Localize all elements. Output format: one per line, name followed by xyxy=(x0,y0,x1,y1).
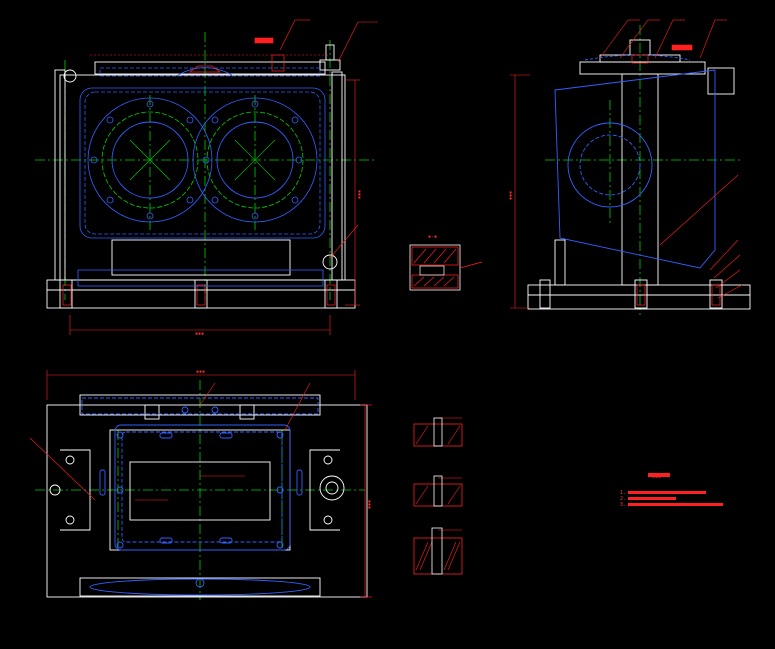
tech-line-3: 3. xyxy=(620,502,626,508)
side-dimensions xyxy=(510,19,743,309)
plan-hidden-lines xyxy=(81,397,319,596)
bolt-details xyxy=(413,417,463,575)
plan-view: ▪▪▪ ▪▪▪ xyxy=(29,369,372,600)
bolt-detail-2 xyxy=(413,475,463,507)
front-dimensions xyxy=(69,19,378,335)
front-view: ▪▪▪ ▪▪▪ xyxy=(35,19,378,337)
plan-dim-height: ▪▪▪ xyxy=(366,500,372,509)
front-dim-height: ▪▪▪ xyxy=(356,190,362,199)
front-body-outline xyxy=(46,44,356,309)
front-hidden-lines xyxy=(77,67,326,287)
side-view: ▪▪▪ xyxy=(508,19,751,315)
tech-line-1: 1. xyxy=(620,490,626,496)
bolt-detail-1 xyxy=(413,417,463,447)
bolt-detail-3 xyxy=(413,527,463,575)
front-dim-width: ▪▪▪ xyxy=(195,331,204,337)
tech-line-2: 2. xyxy=(620,496,626,502)
side-hidden-lines xyxy=(554,54,716,269)
technical-notes: ▪▪▪ 1. 2. 3. xyxy=(620,473,723,508)
front-hatch xyxy=(62,54,336,306)
plan-dim-width: ▪▪▪ xyxy=(196,369,205,375)
section-title: ▪-▪ xyxy=(428,234,437,240)
section-detail: ▪-▪ xyxy=(409,234,483,291)
plan-dimensions xyxy=(29,370,372,598)
side-centerlines xyxy=(545,25,740,315)
side-outline xyxy=(527,39,751,310)
side-hatch xyxy=(631,54,721,306)
front-bolt-circles xyxy=(87,97,318,223)
side-dim-height: ▪▪▪ xyxy=(508,191,514,200)
